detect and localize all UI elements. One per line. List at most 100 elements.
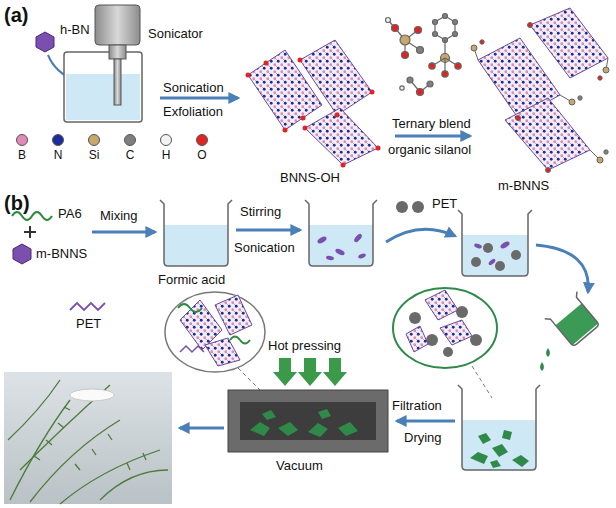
silanol-molecules xyxy=(417,47,424,54)
legend-text: O xyxy=(190,148,214,162)
silanol-molecules xyxy=(453,32,458,37)
pouring-beaker xyxy=(556,303,599,345)
film-photo xyxy=(4,372,172,504)
beaker-illustration xyxy=(458,210,532,276)
vacuum-mold xyxy=(228,390,388,452)
silanol-molecules xyxy=(442,71,448,77)
vacuum-mold xyxy=(338,422,358,436)
text-label: Drying xyxy=(404,430,442,446)
text-label: Vacuum xyxy=(276,458,323,474)
beaker-illustration xyxy=(470,452,488,464)
hbn-flake xyxy=(36,32,54,52)
m-bnns-sheets xyxy=(471,45,477,51)
bnns-oh-sheets xyxy=(370,90,375,95)
pouring-beaker xyxy=(545,292,603,350)
pouring-beaker xyxy=(545,292,603,350)
beaker-illustration xyxy=(492,444,508,457)
bnns-oh-sheets xyxy=(246,40,381,168)
legend-text: B xyxy=(10,148,34,162)
m-bnns-sheets xyxy=(604,150,608,154)
process-arrow xyxy=(236,229,300,232)
atom-swatch xyxy=(16,134,28,146)
m-bnns-sheets xyxy=(530,8,608,78)
legend-text: C xyxy=(118,148,142,162)
film-photo xyxy=(8,380,168,504)
bnns-oh-sheets xyxy=(264,61,269,66)
zoom-cloud xyxy=(456,306,468,318)
beaker-illustration xyxy=(160,200,232,266)
text-label: PET xyxy=(432,196,457,212)
silanol-molecules xyxy=(455,63,461,69)
hot-press-arrows xyxy=(298,358,322,386)
bnns-oh-sheets xyxy=(335,113,340,118)
beaker-illustration xyxy=(483,243,493,253)
zoom-cloud xyxy=(443,347,453,357)
hot-press-arrows xyxy=(273,358,297,386)
zoom-cloud xyxy=(393,288,497,398)
silanol-molecules xyxy=(435,16,455,40)
legend-item: C xyxy=(118,134,142,162)
zoom-cloud xyxy=(205,338,240,366)
text-label: Hot pressing xyxy=(268,338,341,354)
beaker-illustration xyxy=(458,385,540,470)
vacuum-mold xyxy=(308,423,328,437)
beaker-illustration xyxy=(164,225,228,266)
silanol-molecules xyxy=(443,14,448,19)
bnns-oh-sheets xyxy=(376,146,381,151)
m-bnns-sheets xyxy=(603,67,609,73)
beaker-illustration xyxy=(353,233,363,244)
film-photo xyxy=(4,372,172,504)
pet-chain xyxy=(70,303,105,310)
panel-label: (a) xyxy=(4,4,28,27)
beaker-illustration xyxy=(511,250,521,260)
beaker-illustration xyxy=(502,430,512,440)
zoom-cloud xyxy=(230,337,250,344)
silanol-molecules xyxy=(433,32,438,37)
text-label: Sonication xyxy=(234,240,295,256)
silanol-molecules xyxy=(417,89,424,96)
green-drops xyxy=(540,348,550,371)
plus-symbol xyxy=(29,226,31,238)
zoom-cloud xyxy=(409,312,421,324)
beaker-illustration xyxy=(478,433,491,444)
atom-swatch xyxy=(124,134,136,146)
silanol-molecules xyxy=(453,20,458,25)
sonicator-illustration xyxy=(64,52,142,122)
process-arrow xyxy=(386,229,455,242)
silanol-molecules xyxy=(386,18,391,23)
process-arrow xyxy=(395,135,470,138)
legend-item: H xyxy=(154,134,178,162)
beaker-illustration xyxy=(309,225,373,266)
legend-text: Si xyxy=(82,148,106,162)
text-label: PET xyxy=(76,316,101,332)
m-bnns-sheets xyxy=(516,116,521,121)
zoom-cloud xyxy=(165,292,265,372)
process-arrow xyxy=(536,245,588,292)
text-label: Sonication xyxy=(163,80,224,96)
legend-item: B xyxy=(10,134,34,162)
bnns-oh-sheets xyxy=(305,108,378,165)
pet-pellets xyxy=(396,201,424,213)
legend-item: N xyxy=(46,134,70,162)
beaker-illustration xyxy=(334,248,345,257)
silanol-molecules xyxy=(407,77,413,83)
zoom-cloud xyxy=(406,326,428,352)
beaker-illustration xyxy=(316,233,366,261)
beaker-illustration xyxy=(458,210,532,276)
zoom-cloud xyxy=(425,290,458,320)
bnns-oh-sheets xyxy=(283,128,288,133)
film-photo xyxy=(100,470,168,500)
beaker-illustration xyxy=(490,460,501,468)
green-drops xyxy=(546,348,550,357)
zoom-cloud xyxy=(165,292,268,398)
beaker-illustration xyxy=(499,240,510,249)
silanol-molecules xyxy=(392,25,399,32)
atom-swatch xyxy=(196,134,208,146)
text-label: Exfoliation xyxy=(163,104,223,120)
beaker-illustration xyxy=(462,235,528,276)
text-label: m-BNNS xyxy=(498,178,549,194)
process-arrow xyxy=(180,427,224,430)
beaker-illustration xyxy=(470,430,529,468)
beaker-illustration xyxy=(160,200,232,266)
